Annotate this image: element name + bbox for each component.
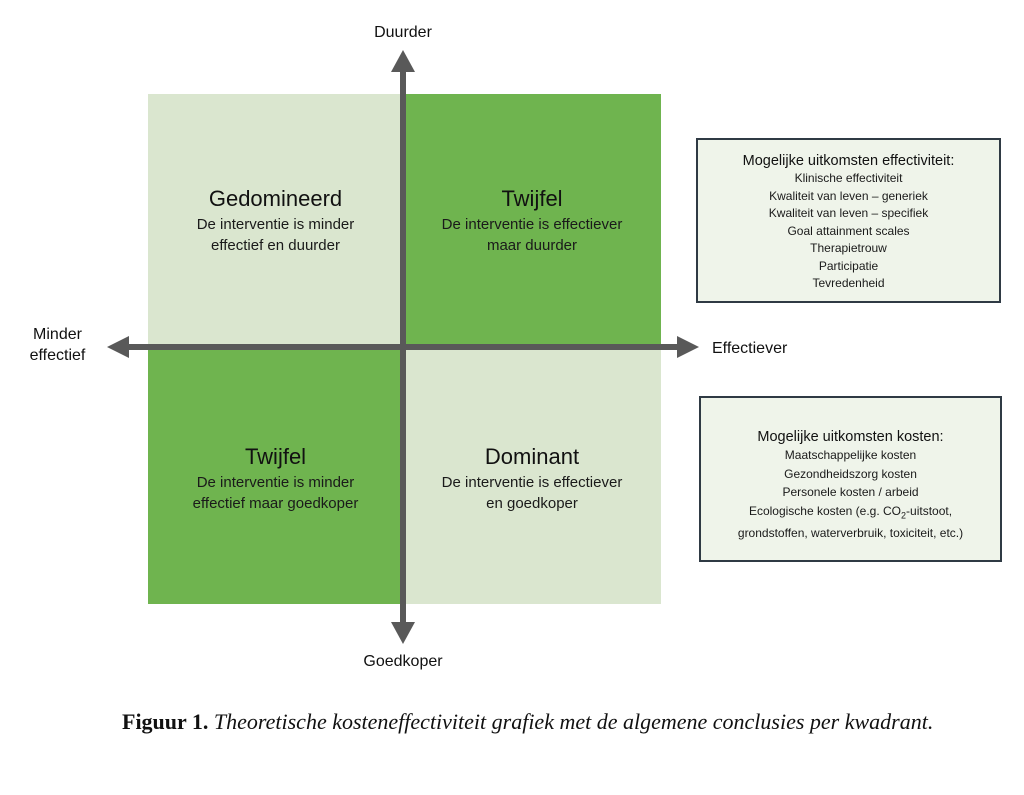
quadrant-dominant: Dominant De interventie is effectiever e…: [403, 347, 661, 604]
list-item: Kwaliteit van leven – specifiek: [768, 206, 929, 220]
list-item: Maatschappelijke kosten: [784, 448, 917, 462]
quadrant-desc-line: effectief maar goedkoper: [192, 495, 359, 512]
effectiveness-outcomes-box: Mogelijke uitkomsten effectiviteit: Klin…: [696, 138, 1001, 303]
axis-label-cheaper: Goedkoper: [363, 653, 443, 670]
list-item: Kwaliteit van leven – generiek: [769, 188, 928, 203]
caption-label: Figuur 1.: [122, 709, 209, 734]
list-item: Goal attainment scales: [787, 223, 910, 238]
quadrant-desc-line: maar duurder: [486, 237, 578, 254]
arrow-down-icon: [391, 622, 415, 644]
list-item: Klinische effectiviteit: [794, 171, 903, 185]
list-item: Gezondheidszorg kosten: [784, 466, 917, 481]
quadrant-desc-line: en goedkoper: [486, 495, 578, 512]
list-item: Participatie: [818, 258, 879, 273]
eco-text: -uitstoot,: [906, 503, 953, 518]
list-item: Personele kosten / arbeid: [782, 485, 919, 499]
quadrant-title: Twijfel: [501, 186, 563, 211]
list-item: Therapietrouw: [810, 241, 887, 255]
figure-caption: Figuur 1. Theoretische kosteneffectivite…: [122, 707, 1002, 737]
quadrant-desc-line: effectief en duurder: [211, 237, 340, 254]
axis-label-less-effective: Minder effectief: [10, 324, 105, 366]
cost-outcomes-box: Mogelijke uitkomsten kosten: Maatschappe…: [699, 396, 1002, 562]
axis-label-more-effective: Effectiever: [712, 340, 788, 357]
quadrant-desc-line: De interventie is effectiever: [441, 474, 623, 491]
arrow-up-icon: [391, 50, 415, 72]
list-item: Tevredenheid: [812, 276, 885, 290]
quadrant-dominated: Gedomineerd De interventie is minder eff…: [148, 94, 403, 347]
quadrant-title: Dominant: [484, 444, 580, 469]
axis-label-line: Minder: [33, 326, 82, 343]
quadrant-doubt-bottom: Twijfel De interventie is minder effecti…: [148, 347, 403, 604]
caption-text: Theoretische kosteneffectiviteit grafiek…: [208, 709, 934, 734]
box-title: Mogelijke uitkomsten kosten:: [757, 429, 944, 445]
axis-label-line: effectief: [29, 347, 86, 364]
eco-text: Ecologische kosten (e.g. CO: [748, 503, 902, 518]
list-item: grondstoffen, waterverbruik, toxiciteit,…: [737, 526, 964, 541]
quadrant-doubt-top: Twijfel De interventie is effectiever ma…: [403, 94, 661, 347]
quadrant-title: Twijfel: [244, 444, 307, 469]
eco-subscript: 2: [901, 509, 907, 520]
list-item-ecological: Ecologische kosten (e.g. CO2-uitstoot,: [701, 502, 1000, 525]
box-title: Mogelijke uitkomsten effectiviteit:: [742, 153, 955, 169]
quadrant-description: De interventie is effectiever maar duurd…: [403, 214, 661, 256]
quadrant-description: De interventie is effectiever en goedkop…: [403, 472, 661, 514]
quadrant-desc-line: De interventie is effectiever: [441, 216, 623, 233]
quadrant-title: Gedomineerd: [208, 186, 343, 211]
quadrant-desc-line: De interventie is minder: [196, 474, 355, 491]
axis-label-more-expensive: Duurder: [374, 24, 432, 41]
quadrant-description: De interventie is minder effectief maar …: [148, 472, 403, 514]
arrow-right-icon: [677, 336, 699, 358]
quadrant-description: De interventie is minder effectief en du…: [148, 214, 403, 256]
arrow-left-icon: [107, 336, 129, 358]
quadrant-desc-line: De interventie is minder: [196, 216, 355, 233]
